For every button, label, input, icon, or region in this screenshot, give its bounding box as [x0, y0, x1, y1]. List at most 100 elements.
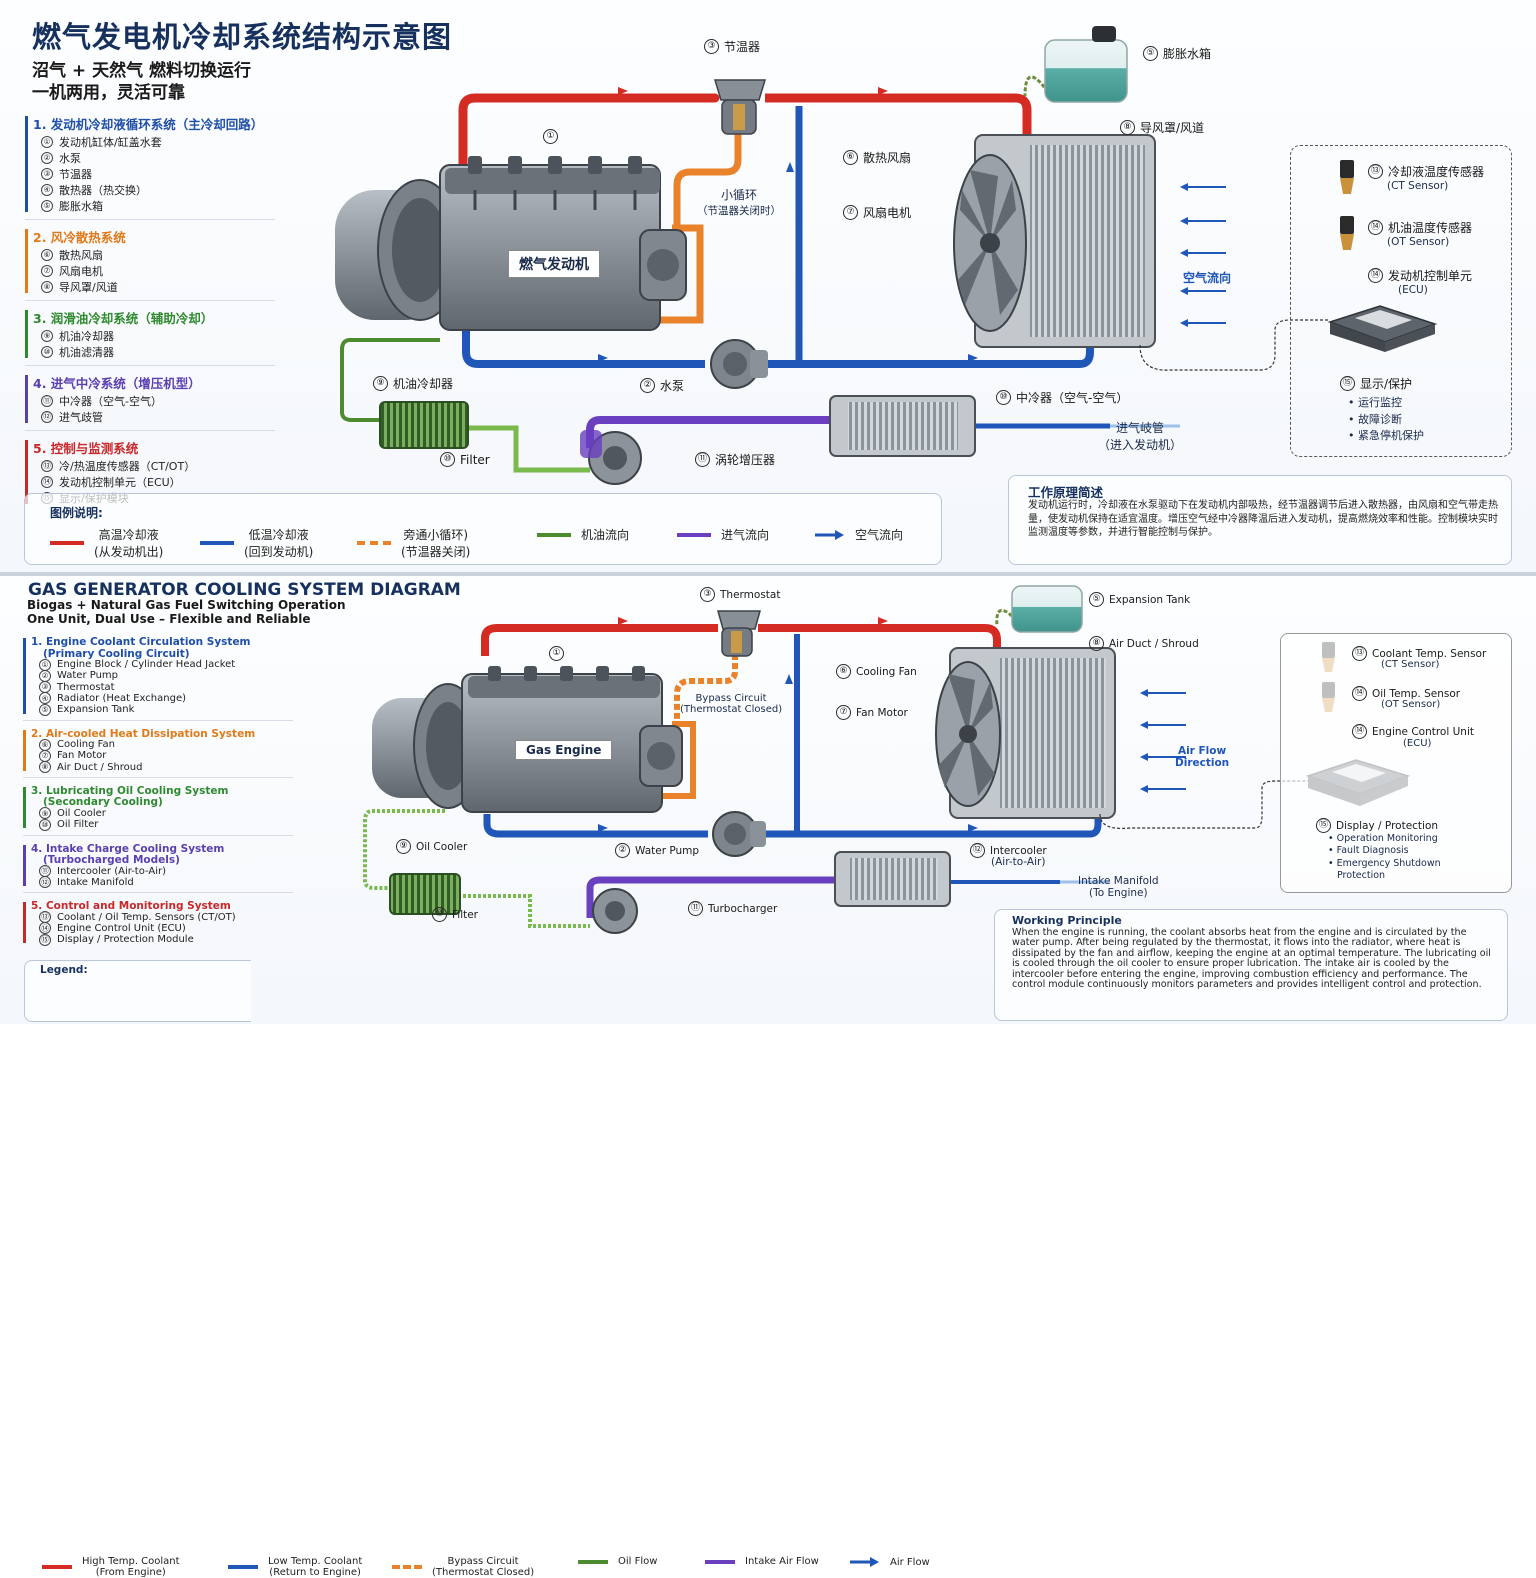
en-label-intercooler-sub: (Air-to-Air) — [991, 856, 1046, 868]
legend-label: 进气流向 — [721, 528, 770, 542]
legend-swatch — [228, 1565, 258, 1569]
en-section-heading: 1. Engine Coolant Circulation System — [31, 636, 251, 648]
cn-section-bar — [25, 229, 28, 293]
cn-diagram-graphics — [335, 26, 1438, 485]
item-number: ⑫ — [39, 876, 51, 889]
item-label: 冷/热温度传感器（CT/OT） — [59, 460, 196, 473]
cn-label-engine-block: ① — [543, 129, 558, 144]
legend-text: Air Flow — [890, 1557, 930, 1568]
legend-swatch — [537, 532, 571, 537]
cn-legend-item: 低温冷却液(回到发动机) — [200, 526, 313, 560]
en-section-heading: 4. Intake Charge Cooling System — [31, 842, 225, 855]
en-label-bypass: Bypass Circuit(Thermostat Closed) — [680, 693, 783, 715]
en-wp-title: Working Principle — [1012, 914, 1122, 927]
legend-text: 低温冷却液(回到发动机) — [244, 526, 313, 560]
en-label-engine-block: ① — [549, 646, 564, 661]
legend-sublabel: (Return to Engine) — [269, 1567, 361, 1578]
cn-section-divider — [25, 218, 275, 220]
legend-text: 空气流向 — [855, 526, 903, 543]
cn-label-ot-sensor-en: (OT Sensor) — [1387, 236, 1450, 248]
item-number: ⑬ — [41, 460, 53, 472]
cn-section-bar — [25, 116, 28, 212]
en-section-heading-sub: (Primary Cooling Circuit) — [43, 647, 190, 660]
cn-section-heading: 2. 风冷散热系统 — [33, 230, 126, 245]
cn-label-engine: 燃气发动机 — [508, 250, 600, 278]
cn-section-bar — [25, 310, 28, 358]
en-legend — [24, 960, 251, 1022]
en-control-box — [1280, 633, 1512, 893]
legend-sublabel: (从发动机出) — [94, 545, 164, 559]
item-number: ⑤ — [41, 200, 53, 212]
cn-air-arrows — [1180, 183, 1226, 327]
item-label: 发动机控制单元（ECU） — [59, 476, 181, 489]
cn-pipe-hot-1 — [458, 93, 720, 173]
item-label: 风扇电机 — [59, 265, 103, 278]
en-section-heading-sub: (Turbocharged Models) — [43, 854, 180, 866]
en-legend-item: High Temp. Coolant(From Engine) — [42, 1556, 180, 1578]
legend-sublabel: (From Engine) — [95, 1567, 166, 1578]
en-oil-cooler-graphic — [389, 873, 461, 915]
en-intercooler-graphic — [834, 851, 951, 907]
en-air-arrows — [1140, 689, 1186, 793]
cn-section-item: ⑬ 冷/热温度传感器（CT/OT） — [41, 458, 195, 474]
legend-text: 高温冷却液(从发动机出) — [94, 526, 163, 560]
en-display-list: • Operation Monitoring • Fault Diagnosis… — [1328, 833, 1441, 883]
cn-section-item: ③ 节温器 — [41, 166, 92, 182]
item-label: 节温器 — [59, 168, 92, 181]
item-number: ⑤ — [39, 703, 51, 716]
legend-swatch — [578, 1559, 608, 1564]
cn-thermostat-graphic — [713, 79, 767, 135]
cn-label-ct-sensor-en: (CT Sensor) — [1387, 180, 1449, 192]
item-number: ④ — [39, 692, 51, 705]
legend-swatch — [357, 541, 391, 545]
cn-expansion-tank-graphic — [1044, 26, 1128, 103]
en-section-bar — [23, 786, 26, 829]
cn-intercooler-graphic — [829, 395, 976, 457]
item-label: Engine Block / Cylinder Head Jacket — [57, 659, 236, 671]
item-label: Intercooler (Air-to-Air) — [57, 865, 167, 877]
item-number: ⑮ — [39, 933, 51, 946]
item-label: Expansion Tank — [57, 704, 135, 716]
en-section-heading-sub: (Secondary Cooling) — [43, 796, 163, 809]
en-turbo-graphic — [592, 888, 638, 934]
item-number: ⑦ — [41, 265, 53, 277]
item-number: ③ — [41, 168, 53, 180]
legend-label: Low Temp. Coolant — [268, 1556, 363, 1567]
item-number: ⑧ — [41, 281, 53, 293]
item-number: ⑧ — [39, 761, 51, 774]
cn-legend-item: 进气流向 — [677, 526, 769, 543]
en-thermostat-graphic — [717, 610, 761, 657]
legend-text: Low Temp. Coolant(Return to Engine) — [268, 1556, 362, 1578]
item-label: Oil Filter — [57, 819, 99, 831]
cn-label-manifold: 进气岐管（进入发动机） — [1098, 421, 1183, 452]
item-number: ⑩ — [41, 346, 53, 358]
legend-label: 机油流向 — [581, 528, 630, 542]
en-legend-item: Bypass Circuit(Thermostat Closed) — [392, 1556, 534, 1578]
en-water-pump-graphic — [712, 811, 766, 857]
item-number: ④ — [41, 184, 53, 196]
cn-section-bar — [25, 440, 28, 504]
legend-sublabel: (回到发动机) — [244, 545, 314, 559]
legend-swatch — [850, 1557, 879, 1567]
en-pipe-cold-2 — [765, 814, 1102, 838]
item-number: ⑭ — [41, 476, 53, 488]
item-number: ⑥ — [39, 738, 51, 751]
legend-label: Bypass Circuit — [447, 1556, 519, 1567]
